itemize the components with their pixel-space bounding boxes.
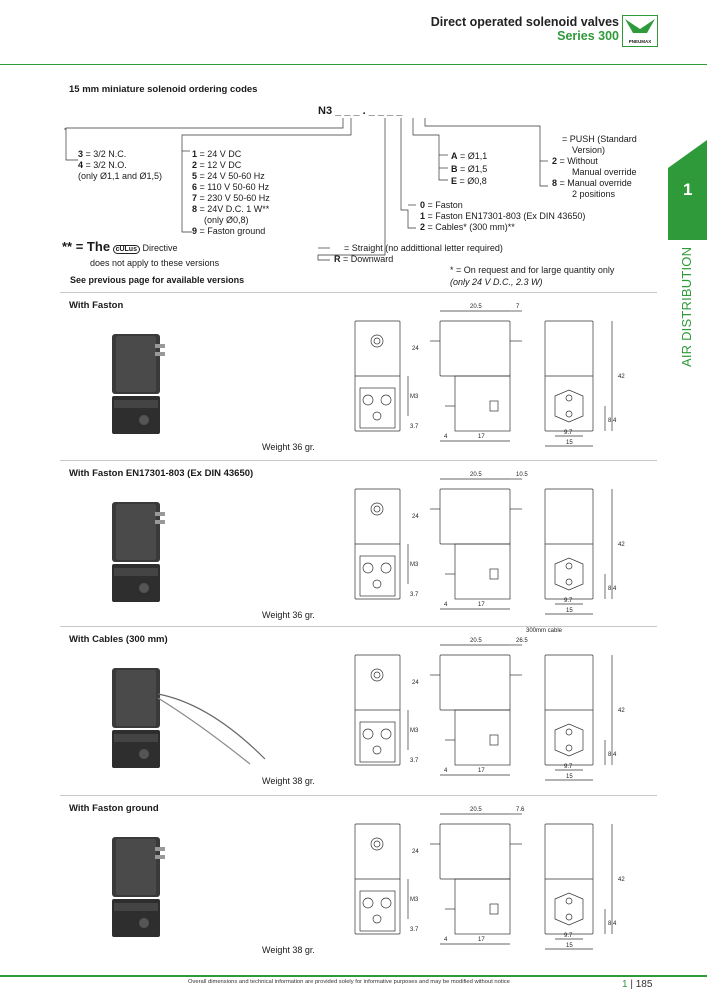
dimension-d37: 3.7 — [410, 592, 419, 598]
dimension-h: 42 — [618, 708, 625, 714]
ordering-code: N3 _ _ _ . _ _ _ _ — [318, 105, 403, 117]
voltage-list: 1 = 24 V DC 2 = 12 V DC 5 = 24 V 50-60 H… — [192, 149, 270, 236]
dimension-d84: 8.4 — [608, 752, 617, 758]
dimension-m: M3 — [410, 728, 419, 734]
section-title: With Cables (300 mm) — [69, 634, 168, 645]
footer-rule — [0, 975, 707, 977]
section-title: With Faston ground — [69, 803, 159, 814]
dimension-d15: 15 — [566, 440, 573, 446]
dimension-d15: 15 — [566, 608, 573, 614]
header-series: Series 300 — [557, 29, 619, 43]
header-title: Direct operated solenoid valves — [430, 15, 619, 29]
manual-override-list: = PUSH (Standard Version) 2 = Without Ma… — [552, 134, 637, 199]
see-previous-note: See previous page for available versions — [70, 275, 245, 285]
dimension-d17: 17 — [478, 602, 485, 608]
dimension-top2: 10.5 — [516, 472, 528, 478]
dimension-top: 20.5 — [470, 472, 482, 478]
dimension-cable: 300mm cable — [526, 628, 563, 634]
dimension-d24: 24 — [412, 346, 419, 352]
ul-note-line2: does not apply to these versions — [90, 258, 220, 268]
dimension-d97: 9.7 — [564, 430, 573, 436]
dimension-d24: 24 — [412, 680, 419, 686]
valve-function-list: 3 = 3/2 N.C. 4 = 3/2 N.O. (only Ø1,1 and… — [78, 149, 163, 181]
section-divider — [60, 292, 657, 293]
page-number: 1 | 185 — [622, 979, 653, 990]
valve-photo — [112, 502, 165, 602]
dimension-m: M3 — [410, 562, 419, 568]
dimension-d4: 4 — [444, 937, 448, 943]
orifice-list: A = Ø1,1 B = Ø1,5 E = Ø0,8 — [451, 151, 488, 186]
dimension-d97: 9.7 — [564, 598, 573, 604]
weight-label: Weight 38 gr. — [262, 776, 315, 786]
dimension-d24: 24 — [412, 849, 419, 855]
ul-mark: cULus — [112, 245, 140, 254]
star-note-line2: (only 24 V D.C., 2.3 W) — [450, 277, 543, 287]
section-divider — [60, 460, 657, 461]
connection-list: 0 = Faston 1 = Faston EN17301-803 (Ex DI… — [420, 200, 586, 232]
dimension-d84: 8.4 — [608, 586, 617, 592]
dimension-d17: 17 — [478, 434, 485, 440]
valve-photo — [112, 334, 165, 434]
dimension-d24: 24 — [412, 514, 419, 520]
footer-note: Overall dimensions and technical informa… — [188, 979, 510, 985]
dimension-m: M3 — [410, 394, 419, 400]
section-divider — [60, 626, 657, 627]
section-title: With Faston EN17301-803 (Ex DIN 43650) — [69, 468, 254, 479]
dimension-d37: 3.7 — [410, 927, 419, 933]
chapter-tab — [668, 140, 707, 240]
pneumax-logo: PNEUMAX — [622, 15, 658, 47]
dimension-top: 20.5 — [470, 304, 482, 310]
dimension-d84: 8.4 — [608, 921, 617, 927]
dimension-d97: 9.7 — [564, 933, 573, 939]
dimension-top: 20.5 — [470, 638, 482, 644]
dimension-d4: 4 — [444, 434, 448, 440]
star-note: * = On request and for large quantity on… — [450, 265, 615, 275]
chapter-number: 1 — [683, 180, 693, 199]
dimension-h: 42 — [618, 542, 625, 548]
dimension-d15: 15 — [566, 943, 573, 949]
section-divider — [60, 795, 657, 796]
dimension-d37: 3.7 — [410, 424, 419, 430]
dimension-top2: 26.5 — [516, 638, 528, 644]
logo-text: PNEUMAX — [629, 39, 652, 44]
dimension-top2: 7 — [516, 304, 520, 310]
weight-label: Weight 36 gr. — [262, 610, 315, 620]
dimension-d17: 17 — [478, 937, 485, 943]
valve-photo — [112, 837, 165, 937]
dimension-top2: 7.6 — [516, 807, 525, 813]
ordering-title: 15 mm miniature solenoid ordering codes — [69, 84, 258, 95]
dimension-d37: 3.7 — [410, 758, 419, 764]
weight-label: Weight 38 gr. — [262, 945, 315, 955]
dimension-d4: 4 — [444, 602, 448, 608]
header-rule — [0, 64, 707, 65]
dimension-d15: 15 — [566, 774, 573, 780]
orientation-list: = Straight (no addittional letter requir… — [334, 243, 503, 264]
dimension-d4: 4 — [444, 768, 448, 774]
dimension-d17: 17 — [478, 768, 485, 774]
ul-note: ** = The cULus Directive — [62, 239, 178, 254]
chapter-label: AIR DISTRIBUTION — [679, 246, 694, 367]
weight-label: Weight 36 gr. — [262, 442, 315, 452]
section-title: With Faston — [69, 300, 124, 311]
dimension-d97: 9.7 — [564, 764, 573, 770]
dimension-d84: 8.4 — [608, 418, 617, 424]
dimension-m: M3 — [410, 897, 419, 903]
dimension-top: 20.5 — [470, 807, 482, 813]
dimension-h: 42 — [618, 877, 625, 883]
dimension-h: 42 — [618, 374, 625, 380]
valve-photo — [112, 668, 266, 768]
